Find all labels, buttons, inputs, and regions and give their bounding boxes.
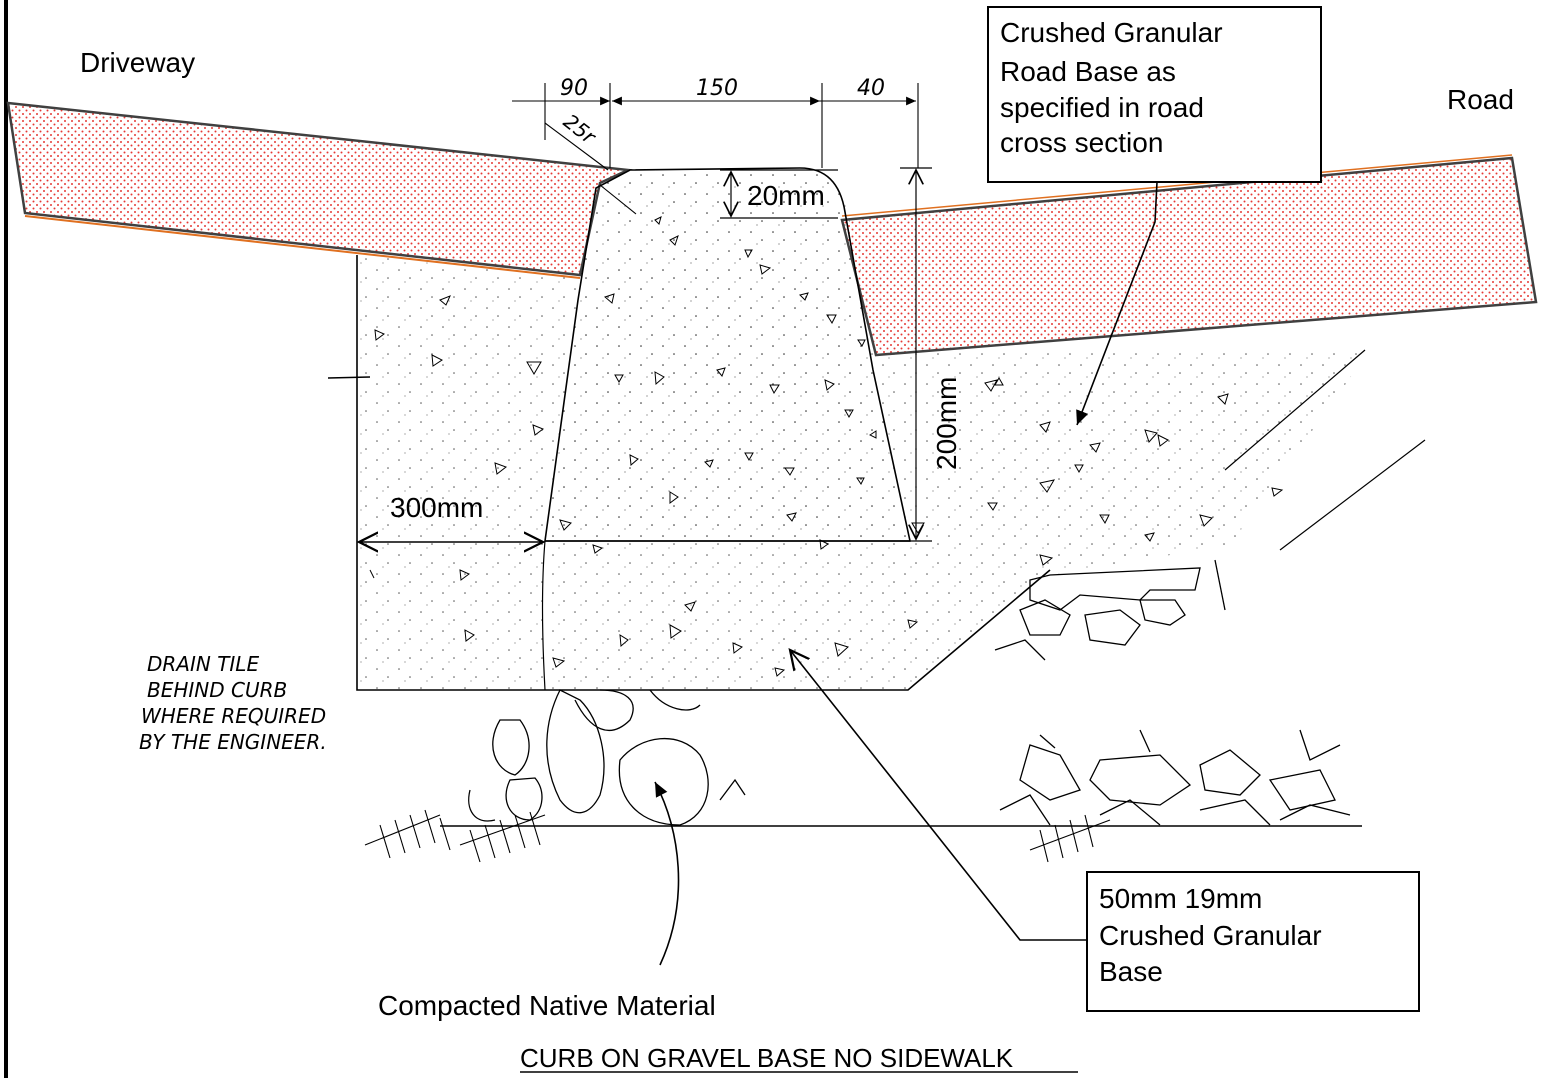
gravel-base-outline bbox=[545, 569, 1051, 691]
drain-tile-mark bbox=[327, 376, 371, 379]
gravel-base-line-3: Base bbox=[1099, 956, 1163, 987]
drain-tile-line-2: BEHIND CURB bbox=[147, 678, 287, 702]
curb-body bbox=[544, 167, 911, 542]
excavation-outline bbox=[356, 255, 545, 691]
road-base-line-3: specified in road bbox=[1000, 92, 1204, 123]
aggregate-marks bbox=[369, 216, 1284, 677]
dim-200mm-label: 200mm bbox=[931, 377, 962, 470]
gravel-base-line-2: Crushed Granular bbox=[1099, 920, 1322, 951]
dim-150-label: 150 bbox=[696, 76, 738, 101]
fill-hatch-lines bbox=[1224, 349, 1426, 551]
leader-lines bbox=[654, 181, 1158, 966]
dim-300mm-label: 300mm bbox=[390, 492, 483, 523]
road-base-line-4: cross section bbox=[1000, 127, 1163, 158]
dim-20mm-label: 20mm bbox=[747, 180, 825, 211]
dim-20mm-lines bbox=[720, 169, 838, 219]
curb-back-line bbox=[541, 540, 546, 691]
drain-tile-line-3: WHERE REQUIRED bbox=[141, 704, 326, 728]
driveway-edge bbox=[24, 215, 581, 279]
native-material-label: Compacted Native Material bbox=[378, 990, 716, 1021]
road-asphalt bbox=[840, 156, 1538, 357]
dim-90-label: 90 bbox=[560, 76, 588, 101]
gravel-base-line-1: 50mm 19mm bbox=[1099, 883, 1262, 914]
drawing-title: CURB ON GRAVEL BASE NO SIDEWALK bbox=[520, 1043, 1014, 1073]
drain-tile-line-1: DRAIN TILE bbox=[147, 652, 259, 676]
road-base-callout-box bbox=[987, 6, 1322, 183]
road-label: Road bbox=[1447, 84, 1514, 115]
road-base-line-2: Road Base as bbox=[1000, 56, 1176, 87]
top-dimensions bbox=[512, 83, 919, 215]
radius-label: 25r bbox=[559, 109, 602, 150]
driveway-label: Driveway bbox=[80, 47, 195, 78]
dim-40-label: 40 bbox=[857, 76, 885, 101]
gravel-base-callout-box bbox=[1086, 871, 1420, 1012]
road-base-line-1: Crushed Granular bbox=[1000, 17, 1223, 48]
rock-fill bbox=[468, 559, 1351, 826]
road-edge bbox=[841, 154, 1513, 217]
drain-tile-line-4: BY THE ENGINEER. bbox=[139, 730, 327, 754]
dim-200mm-lines bbox=[900, 167, 932, 542]
earth-hatch bbox=[364, 809, 1111, 863]
